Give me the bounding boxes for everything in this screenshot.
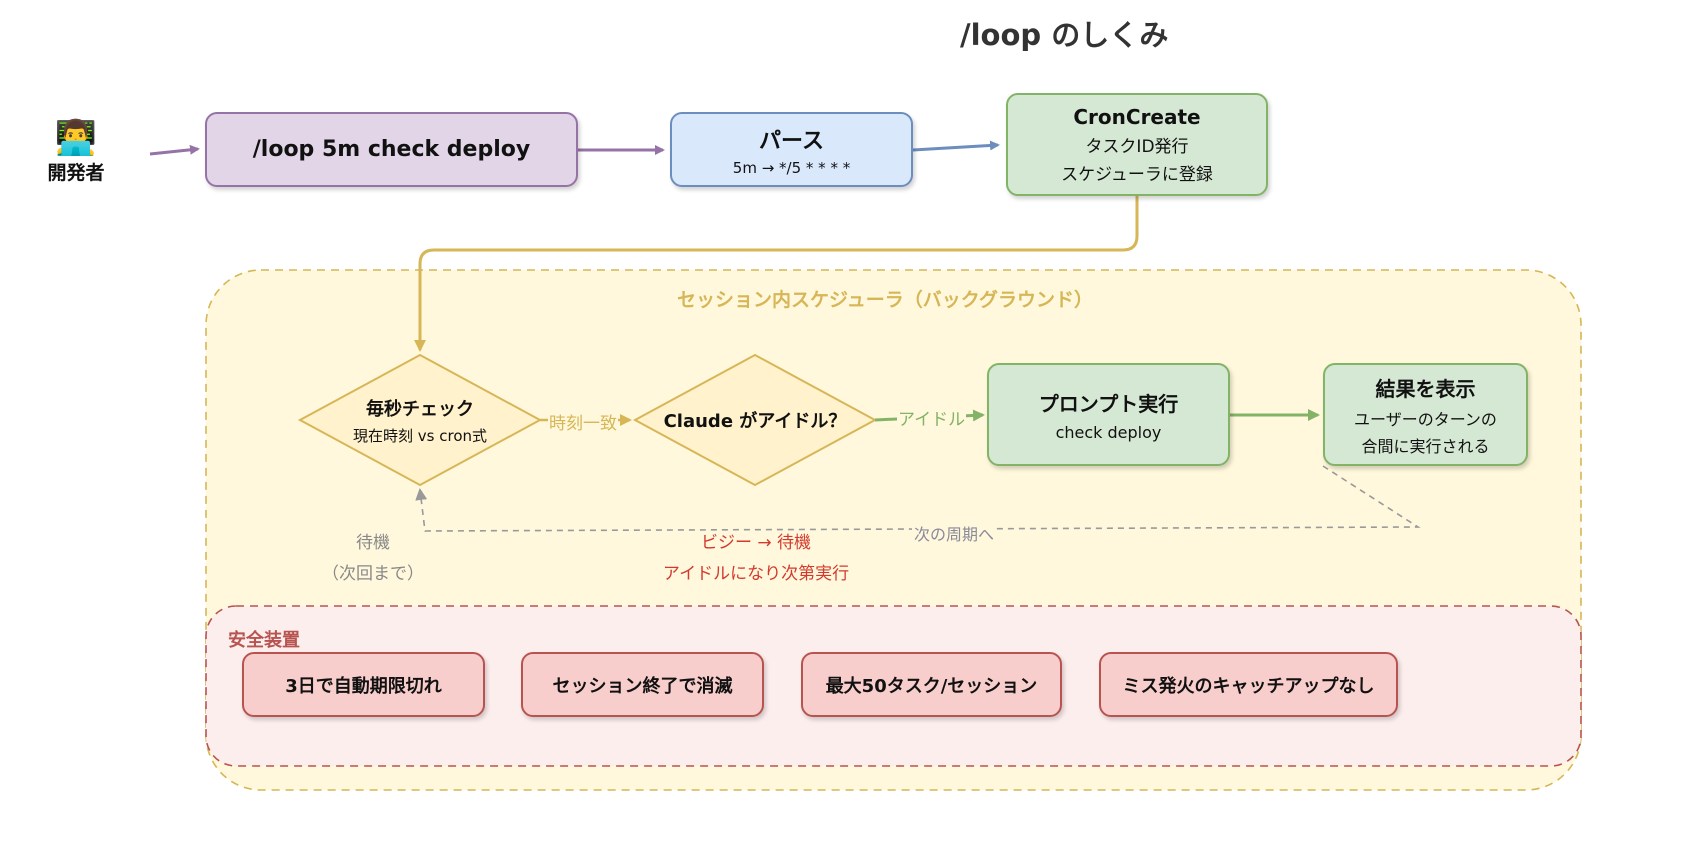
idle-diamond	[632, 353, 878, 487]
edge-label-time-match-wrap: 時刻一致	[548, 409, 618, 434]
safety-item-max-tasks: 最大50タスク/セッション	[801, 652, 1062, 717]
safety-item-label: 最大50タスク/セッション	[825, 675, 1038, 697]
result-box: 結果を表示 ユーザーのターンの 合間に実行される	[1323, 363, 1528, 466]
busy-line2: アイドルになり次第実行	[662, 564, 850, 584]
developer-icon: 👨‍💻	[54, 118, 98, 158]
croncreate-box: CronCreate タスクID発行 スケジューラに登録	[1006, 93, 1268, 196]
croncreate-line2: スケジューラに登録	[1061, 164, 1213, 185]
parse-title: パース	[759, 128, 824, 154]
edge-dev-to-command	[149, 144, 200, 156]
command-box: /loop 5m check deploy	[205, 112, 578, 187]
result-title: 結果を表示	[1375, 376, 1476, 401]
result-line1: ユーザーのターンの	[1354, 409, 1497, 429]
check-diamond	[297, 353, 543, 487]
parse-detail: 5m → */5 * * * *	[732, 158, 851, 177]
safety-item-no-catchup: ミス発火のキャッチアップなし	[1099, 652, 1398, 717]
wait-line1: 待機	[356, 533, 390, 553]
check-node-text: 毎秒チェック 現在時刻 vs cron式	[320, 390, 520, 450]
edge-cron-to-check	[414, 196, 1139, 352]
command-label: /loop 5m check deploy	[252, 137, 531, 162]
safety-title: 安全装置	[228, 630, 300, 651]
edge-parse-to-cron	[912, 140, 1000, 152]
check-detail: 現在時刻 vs cron式	[353, 426, 487, 445]
idle-node-text: Claude がアイドル？	[645, 400, 865, 440]
safety-item-label: 3日で自動期限切れ	[285, 675, 442, 697]
idle-title: Claude がアイドル？	[663, 411, 847, 432]
developer-actor: 👨‍💻 開発者	[34, 118, 118, 185]
prompt-box: プロンプト実行 check deploy	[987, 363, 1230, 466]
edge-label-idle: アイドル	[897, 410, 967, 430]
busy-note: ビジー → 待機 アイドルになり次第実行	[640, 528, 872, 584]
developer-label: 開発者	[47, 162, 105, 184]
parse-box: パース 5m → */5 * * * *	[670, 112, 913, 187]
safety-item-session-end: セッション終了で消滅	[521, 652, 764, 717]
busy-line1: ビジー → 待機	[700, 533, 812, 553]
edge-label-idle-wrap: アイドル	[897, 405, 967, 430]
edge-label-next-cycle-wrap: 次の周期へ	[912, 521, 997, 545]
check-title: 毎秒チェック	[366, 398, 474, 420]
result-line2: 合間に実行される	[1361, 436, 1490, 456]
safety-item-label: ミス発火のキャッチアップなし	[1122, 675, 1375, 697]
croncreate-line1: タスクID発行	[1085, 136, 1189, 157]
edge-label-next-cycle: 次の周期へ	[912, 525, 997, 544]
prompt-title: プロンプト実行	[1038, 391, 1179, 416]
safety-item-label: セッション終了で消滅	[552, 675, 733, 697]
croncreate-title: CronCreate	[1073, 104, 1201, 129]
scheduler-title-wrap: セッション内スケジューラ（バックグラウンド）	[660, 285, 1110, 312]
scheduler-title: セッション内スケジューラ（バックグラウンド）	[677, 289, 1093, 311]
page-title: /loop のしくみ	[960, 18, 1169, 52]
safety-item-expire: 3日で自動期限切れ	[242, 652, 485, 717]
wait-line2: （次回まで）	[322, 564, 424, 584]
wait-note: 待機 （次回まで）	[318, 528, 428, 584]
edge-label-time-match: 時刻一致	[548, 414, 618, 434]
prompt-detail: check deploy	[1055, 422, 1162, 442]
